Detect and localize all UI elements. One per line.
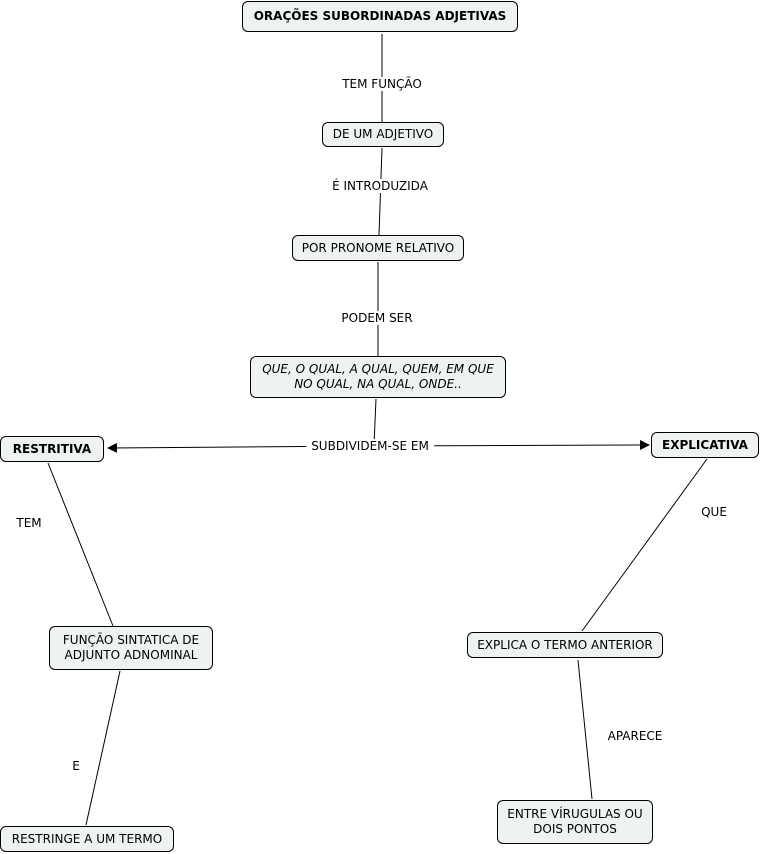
link-label-podem-ser: PODEM SER (339, 311, 415, 325)
link-line (577, 659, 593, 800)
concept-funcao-sintatica[interactable]: FUNÇÃO SINTATICA DE ADJUNTO ADNOMINAL (49, 626, 213, 670)
link-label-e: E (70, 759, 82, 773)
link-line (373, 398, 377, 446)
concept-virgulas[interactable]: ENTRE VÍRUGULAS OU DOIS PONTOS (497, 800, 653, 844)
concept-pronome-relativo[interactable]: POR PRONOME RELATIVO (292, 235, 464, 261)
concept-root[interactable]: ORAÇÕES SUBORDINADAS ADJETIVAS (242, 1, 518, 32)
link-label-introduzida: É INTRODUZIDA (330, 179, 430, 193)
concept-lista-pronomes[interactable]: QUE, O QUAL, A QUAL, QUEM, EM QUE NO QUA… (250, 356, 506, 398)
concept-explicativa[interactable]: EXPLICATIVA (651, 432, 759, 458)
concept-explica[interactable]: EXPLICA O TERMO ANTERIOR (467, 632, 663, 658)
link-label-aparece: APARECE (605, 729, 665, 743)
concept-restritiva[interactable]: RESTRITIVA (0, 436, 104, 462)
link-label-tem: TEM (14, 516, 44, 530)
link-label-tem-funcao: TEM FUNÇÃO (340, 77, 424, 91)
link-label-subdividem: SUBDIVIDEM-SE EM (306, 439, 434, 453)
concept-adjetivo[interactable]: DE UM ADJETIVO (322, 122, 444, 147)
concept-restringe[interactable]: RESTRINGE A UM TERMO (0, 826, 174, 852)
link-line (581, 458, 708, 632)
link-label-que: QUE (699, 505, 729, 519)
link-line (47, 462, 114, 627)
link-line (85, 670, 121, 826)
